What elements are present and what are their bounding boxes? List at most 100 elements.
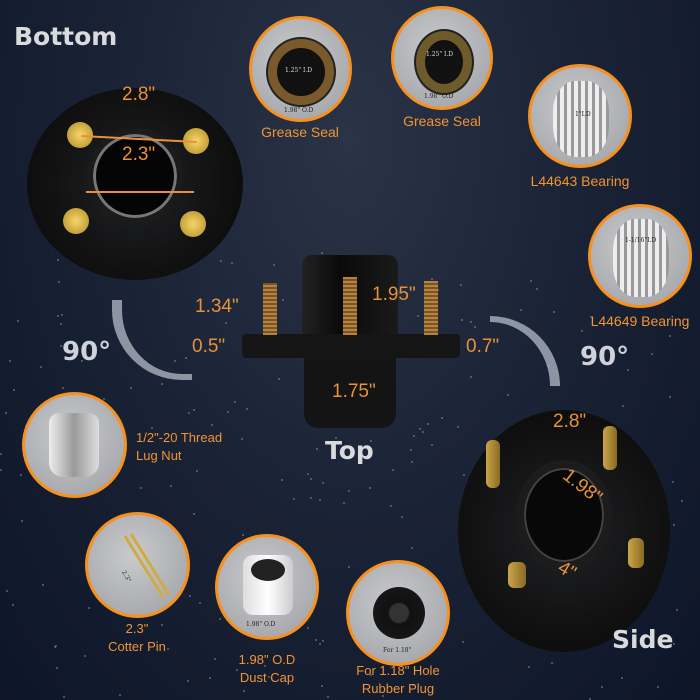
star-dot [401,515,404,518]
rotate-arrow-icon [490,316,560,386]
dust-cap-image: 1.98" O.D [215,534,319,640]
star-dot [411,684,414,687]
dust-cap-label-line2: Dust Cap [239,669,295,685]
star-dot [293,497,296,500]
stud-icon [508,562,526,588]
side-bolt-dim: 2.8" [553,411,587,432]
star-dot [310,497,313,500]
rubber-plug-label-line2: Rubber Plug [361,680,435,696]
star-dot [169,484,172,487]
bearing-rollers [553,81,609,157]
star-dot [42,583,45,586]
star-dot [351,449,354,452]
star-dot [220,259,223,262]
seal-id-text: 1.25" I.D [426,51,454,58]
lug-nut-image [22,392,127,498]
star-dot [87,606,90,609]
star-dot [20,473,23,476]
grease-seal-label: Grease Seal [261,124,339,140]
star-dot [242,689,245,692]
dust-cap-label-line1: 1.98" O.D [238,652,296,667]
star-dot [460,284,463,287]
star-dot [589,697,592,700]
seal-od-text: 1.98" O.D [284,107,314,114]
star-dot [392,469,395,472]
star-dot [278,377,281,380]
star-dot [189,594,192,597]
star-dot [657,686,660,689]
star-dot [160,623,163,626]
star-dot [462,641,465,644]
star-dot [273,264,276,267]
star-dot [422,430,425,433]
cap-height-dim: 1.95" [372,284,416,305]
star-dot [668,335,671,338]
flange-left-dim: 0.5" [192,336,226,357]
star-dot [620,676,623,679]
seal-ring [416,31,472,93]
star-dot [320,251,323,254]
stud-icon [424,281,438,335]
rubber-plug-inner-text: For 1.18" [383,647,412,654]
star-dot [343,502,346,505]
star-dot [672,643,675,646]
star-dot [267,675,270,678]
star-dot [536,287,539,290]
bearing-image: 1-1/16"I.D [588,204,692,308]
star-dot [430,444,433,447]
star-dot [347,489,350,492]
star-dot [167,647,170,650]
cotter-pin-label-line2: Cotter Pin [108,638,166,654]
star-dot [62,695,65,698]
star-dot [600,685,603,688]
dust-cap-label: 1.98" O.D Dust Cap [217,651,317,686]
star-dot [553,311,556,314]
star-dot [17,319,20,322]
star-dot [61,387,64,390]
star-dot [218,617,221,620]
star-dot [306,473,309,476]
grease-seal-label: Grease Seal [403,113,481,129]
star-dot [410,547,413,550]
star-dot [473,325,476,328]
cotter-pin-icon [129,533,171,596]
star-dot [527,666,530,669]
star-dot [412,434,415,437]
lug-nut-label-line1: 1/2"-20 Thread [136,430,223,445]
star-dot [282,299,285,302]
star-dot [456,426,459,429]
rotation-left-label: 90° [62,337,112,367]
star-dot [0,452,3,455]
star-dot [193,408,196,411]
stud-icon [343,277,357,335]
lug-nut-icon [49,413,99,477]
bearing-l44643-label: L44643 Bearing [530,173,630,189]
star-dot [161,383,164,386]
bottom-view-title: Bottom [14,22,118,51]
lug-nut-label-line2: Lug Nut [136,447,182,463]
star-dot [676,609,679,612]
seal-id-text: 1.25" I.D [285,67,313,74]
stud-icon [263,283,277,335]
star-dot [241,533,244,536]
star-dot [427,422,430,425]
star-dot [57,314,60,317]
cotter-pin-image: 2.3" [85,512,190,618]
star-dot [673,524,676,527]
star-dot [140,487,143,490]
star-dot [651,352,654,355]
stud-length-dim: 1.34" [195,296,239,317]
star-dot [419,427,422,430]
cotter-inner-text: 2.3" [120,569,133,584]
star-dot [369,439,372,442]
star-dot [4,411,7,414]
star-dot [627,369,630,371]
star-dot [314,638,317,641]
star-dot [315,447,318,450]
star-dot [369,487,372,490]
star-dot [389,505,392,508]
bearing-rollers [613,219,669,297]
star-dot [463,474,466,477]
star-dot [551,661,554,664]
